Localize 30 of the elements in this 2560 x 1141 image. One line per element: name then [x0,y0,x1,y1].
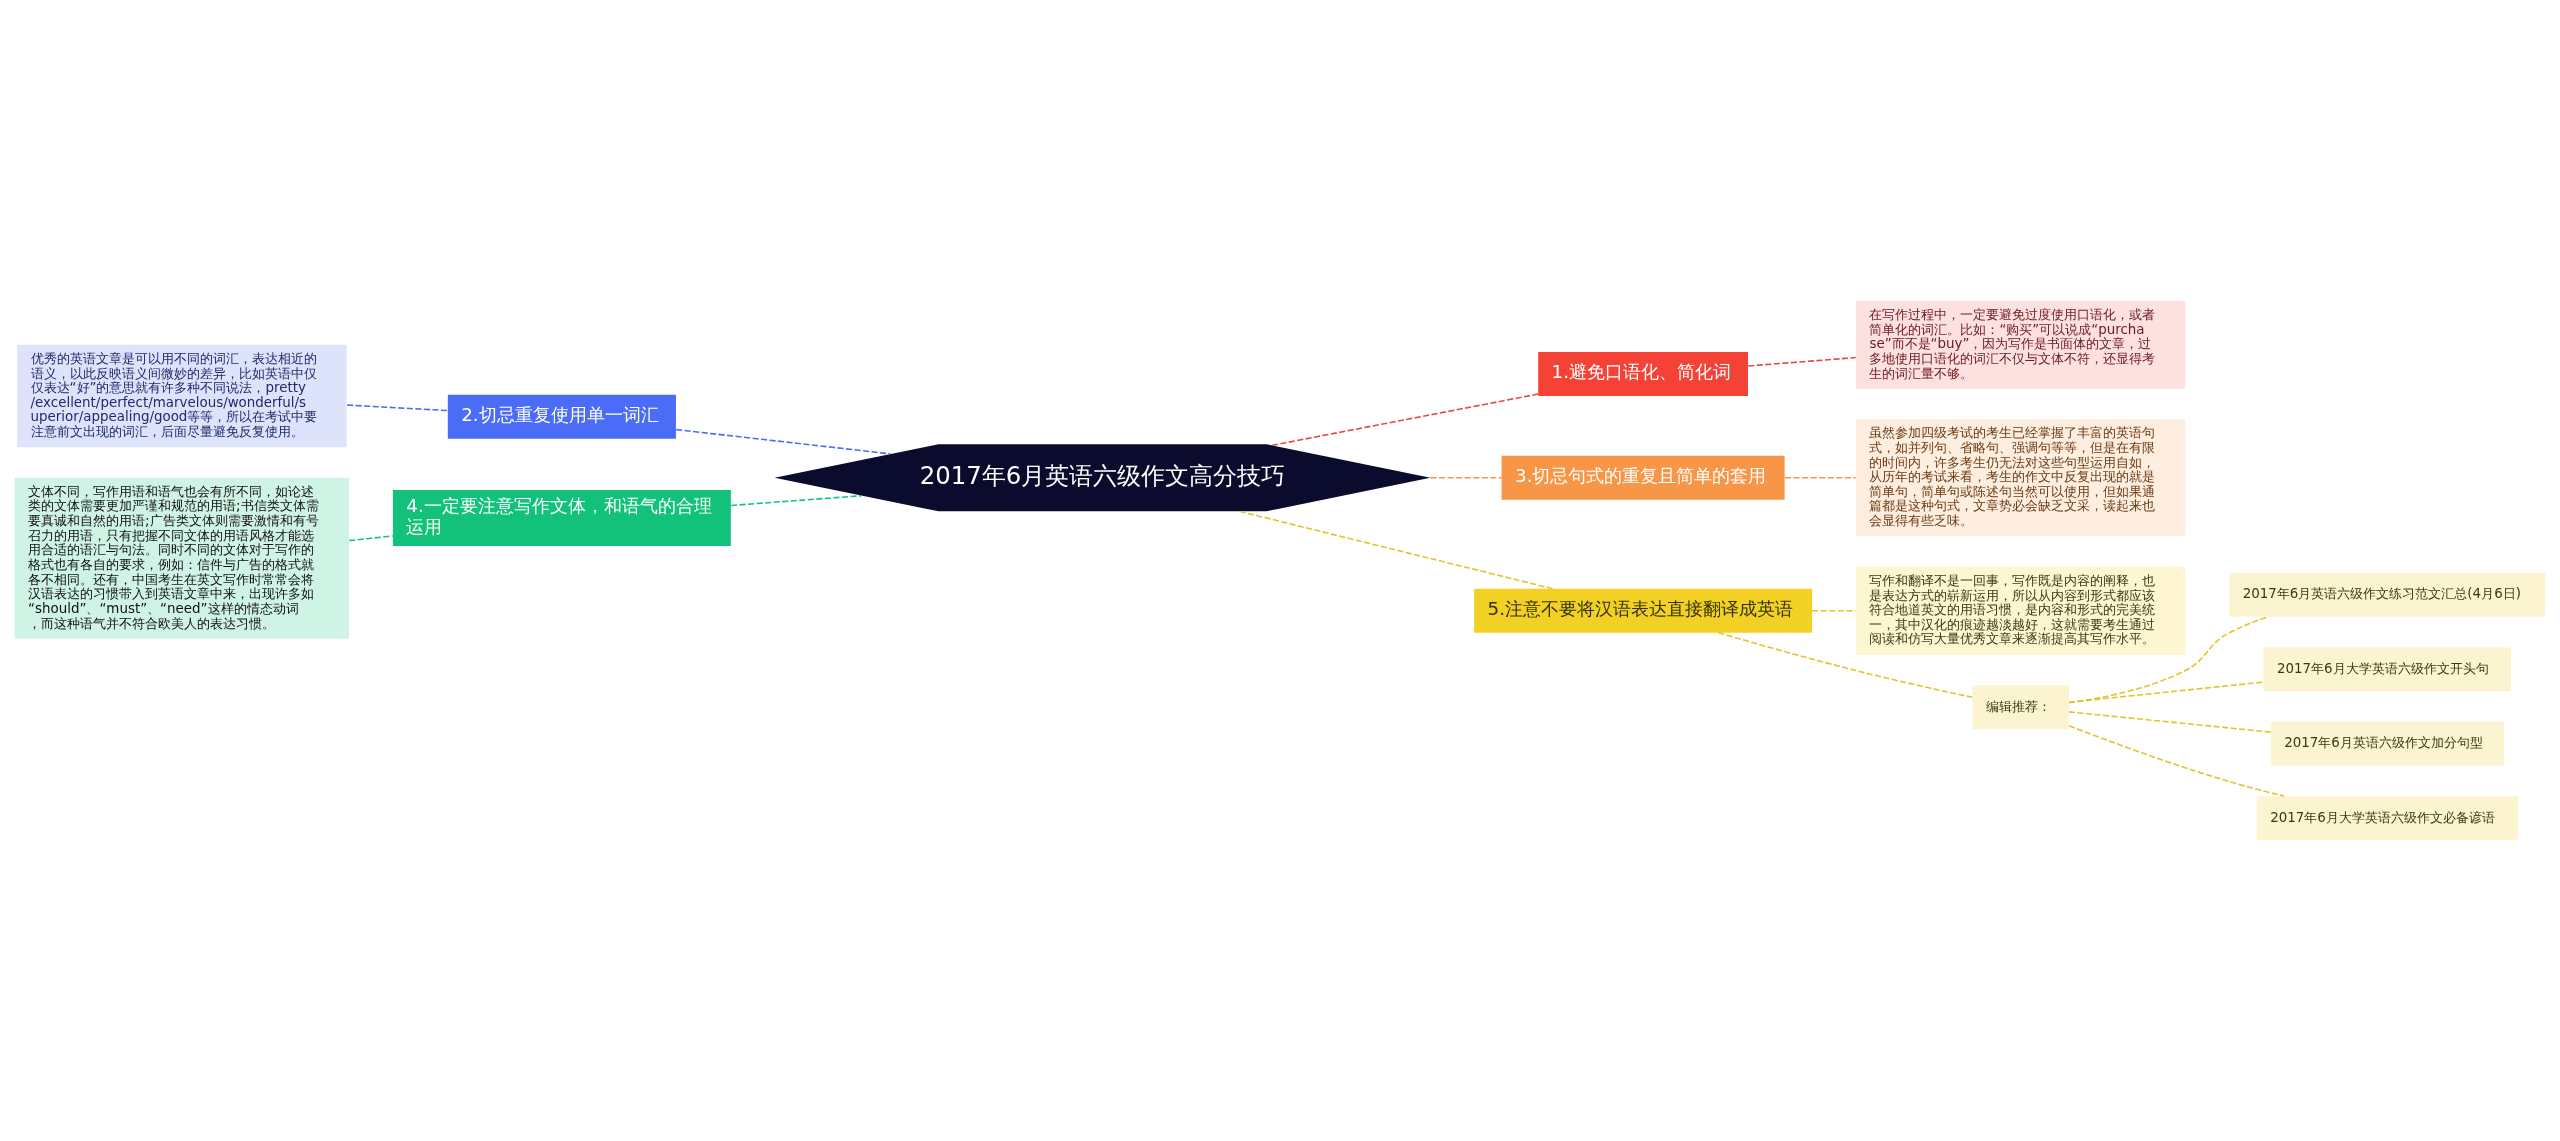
connector [730,494,863,507]
node-box: 5.注意不要将汉语表达直接翻译成英语 [1474,588,1813,633]
node-box: 3.切忌句式的重复且简单的套用 [1501,455,1785,500]
connector [2068,725,2285,797]
connector [1429,477,1503,479]
connector [2068,711,2272,733]
connector [1271,393,1539,447]
connector [2068,616,2269,704]
node-box: 写作和翻译不是一回事，写作既是内容的阐释，也是表达方式的崭新运用，所以从内容到形式都应该符合地道英文的用语习惯，是内容和形式的完美统一，其中汉化的痕迹越淡越好，这就需要考生通过阅读和仿写大量优秀文章来逐渐提高其写作水平。 [1856,566,2186,655]
connector [1717,632,1974,699]
connector [1811,609,1857,612]
node-box: 1.避免口语化、简化词 [1538,352,1748,397]
connector [675,428,892,455]
node-box: 4.一定要注意写作文体，和语气的合理运用 [392,490,731,547]
connector [1239,510,1554,590]
connector [1747,356,1857,367]
node-box: 在写作过程中，一定要避免过度使用口语化，或者简单化的词汇。比如：“购买”可以说成“purchase”而不是“buy”，因为写作是书面体的文章，过多地使用口语化的词汇不仅与文体不符，还显得考生的词汇量不够。 [1856,300,2186,389]
node-box: 2.切忌重复使用单一词汇 [447,394,676,439]
node-box: 2017年6月大学英语六级作文必备谚语 [2256,796,2518,841]
node-box: 2017年6月英语六级作文加分句型 [2270,721,2504,766]
connector [1784,477,1857,479]
connector [346,404,449,412]
node-box: 文体不同，写作用语和语气也会有所不同，如论述类的文体需要更加严谨和规范的用语;书信类文体需要真诚和自然的用语;广告类文体则需要激情和有号召力的用语，只有把握不同文体的用语风格才能选用合适的语汇与句法。同时不同的文体对于写作的格式也有各自的要求，例如：信件与广告的格式就各不相同。还有，中国考生在英文写作时常常会将汉语表达的习惯带入到英语文章中来，出现许多如“should”、“must”、“need”这样的情态动词，而这种语气并不符合欧美人的表达习惯。 [14,477,349,639]
node-box: 优秀的英语文章是可以用不同的词汇，表达相近的语义，以此反映语义间微妙的差异，比如英语中仅仅表达“好”的意思就有许多种不同说法，pretty/excellent/perfect/marvelous/wonderful/superior/appealing/good等等，所以在考试中要注意前文出现的词汇，后面尽量避免反复使用。 [17,344,347,448]
node-box: 虽然参加四级考试的考生已经掌握了丰富的英语句式，如并列句、省略句、强调句等等，但是在有限的时间内，许多考生仍无法对这些句型运用自如，从历年的考试来看，考生的作文中反复出现的就是简单句，简单句或陈述句当然可以使用，但如果通篇都是这种句式，文章势必会缺乏文采，读起来也会显得有些乏味。 [1856,419,2186,537]
node-box: 2017年6月大学英语六级作文开头句 [2263,647,2512,692]
connector [2068,681,2265,704]
node-box: 编辑推荐： [1972,685,2069,730]
node-box: 2017年6月英语六级作文练习范文汇总(4月6日) [2229,572,2546,617]
connector [348,535,394,542]
